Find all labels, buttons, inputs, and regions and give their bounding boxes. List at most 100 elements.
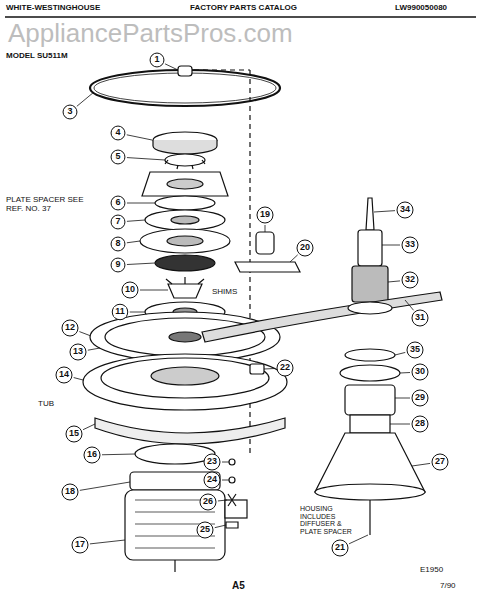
callout-circle bbox=[200, 494, 216, 510]
callout-number: 11 bbox=[114, 307, 126, 317]
callout-circle bbox=[257, 207, 273, 223]
leader-line bbox=[222, 462, 229, 463]
callout-circle bbox=[412, 390, 428, 406]
callout-circle bbox=[332, 540, 348, 556]
callout-circle bbox=[84, 447, 100, 463]
callout-circle bbox=[122, 282, 138, 298]
leader-line bbox=[290, 255, 298, 262]
callout-number: 23 bbox=[206, 457, 218, 467]
callout-circle bbox=[197, 522, 213, 538]
callout-number: 17 bbox=[74, 540, 86, 550]
callout-number: 14 bbox=[58, 370, 70, 380]
callout-circle bbox=[204, 454, 220, 470]
callout-number: 7 bbox=[114, 217, 121, 227]
callout-number: 20 bbox=[299, 243, 311, 253]
callout-number: 10 bbox=[124, 285, 136, 295]
callout-number: 33 bbox=[404, 240, 416, 250]
callout-number: 24 bbox=[206, 475, 218, 485]
leader-line bbox=[395, 398, 410, 399]
leader-line bbox=[374, 211, 395, 212]
part-label: SHIMS bbox=[212, 288, 237, 297]
callout-number: 26 bbox=[202, 497, 214, 507]
leader-line bbox=[130, 312, 145, 313]
callout-circle bbox=[412, 310, 428, 326]
leader-line bbox=[90, 540, 125, 544]
callout-circle bbox=[62, 484, 78, 500]
leader-line bbox=[79, 332, 91, 336]
callout-circle bbox=[204, 472, 220, 488]
callout-number: 1 bbox=[153, 55, 160, 65]
leader-line bbox=[222, 480, 229, 481]
leader-line bbox=[390, 424, 410, 425]
callout-circle bbox=[111, 215, 125, 229]
leader-line bbox=[218, 500, 227, 502]
part-label: PLATE SPACER SEE REF. NO. 37 bbox=[6, 196, 86, 214]
watermark: AppliancePartsPros.com bbox=[8, 19, 293, 48]
part-label: HOUSING INCLUDES DIFFUSER & PLATE SPACER bbox=[300, 505, 364, 536]
leader-line bbox=[127, 263, 155, 265]
leader-line bbox=[405, 300, 414, 310]
leader-line bbox=[412, 463, 430, 466]
leader-line bbox=[264, 368, 275, 370]
callout-number: 5 bbox=[114, 152, 121, 162]
callout-circle bbox=[432, 454, 448, 470]
leader-line bbox=[127, 135, 152, 140]
part-label: TUB bbox=[38, 400, 54, 409]
leader-line bbox=[77, 92, 94, 106]
callout-circle bbox=[72, 537, 88, 553]
header-text: LW990050080 bbox=[395, 4, 447, 13]
callout-circle bbox=[112, 304, 128, 320]
callout-number: 16 bbox=[86, 450, 98, 460]
page-number: A5 bbox=[232, 580, 245, 591]
leader-line bbox=[400, 372, 410, 374]
callout-circle bbox=[56, 367, 72, 383]
leader-line bbox=[83, 424, 95, 430]
leader-line bbox=[127, 241, 140, 243]
leader-line bbox=[165, 64, 178, 70]
leader-line bbox=[80, 482, 130, 490]
callout-number: 35 bbox=[409, 345, 421, 355]
leader-line bbox=[140, 290, 168, 291]
callout-number: 18 bbox=[64, 487, 76, 497]
callout-number: 29 bbox=[414, 393, 426, 403]
leader-line bbox=[388, 281, 400, 282]
leader-line bbox=[215, 525, 226, 528]
callout-circle bbox=[407, 342, 423, 358]
callout-number: 4 bbox=[114, 128, 121, 138]
callout-number: 30 bbox=[414, 367, 426, 377]
callout-number: 25 bbox=[199, 525, 211, 535]
callout-number: 6 bbox=[114, 198, 121, 208]
callout-circle bbox=[70, 344, 86, 360]
callout-circle bbox=[402, 272, 418, 288]
leader-line bbox=[127, 158, 165, 160]
callout-number: 21 bbox=[334, 543, 346, 553]
callout-circle bbox=[66, 426, 82, 442]
callout-circle bbox=[402, 237, 418, 253]
header-text: FACTORY PARTS CATALOG bbox=[190, 4, 297, 13]
callout-circle bbox=[111, 126, 125, 140]
callout-number: 19 bbox=[259, 210, 271, 220]
leader-line bbox=[127, 220, 145, 221]
leader-line bbox=[74, 378, 83, 380]
callout-number: 3 bbox=[66, 107, 73, 117]
callout-number: 34 bbox=[399, 205, 411, 215]
callout-number: 12 bbox=[64, 323, 76, 333]
leader-line bbox=[265, 225, 266, 232]
callout-number: 13 bbox=[72, 347, 84, 357]
drawing-number: E1950 bbox=[420, 566, 443, 575]
callout-circle bbox=[63, 105, 77, 119]
callout-circle bbox=[297, 240, 313, 256]
callout-circle bbox=[62, 320, 78, 336]
callout-circle bbox=[277, 360, 293, 376]
callout-circle bbox=[412, 416, 428, 432]
model-label: MODEL SU511M bbox=[6, 52, 68, 61]
leader-line bbox=[127, 203, 155, 204]
callout-circle bbox=[111, 150, 125, 164]
header-text: WHITE-WESTINGHOUSE bbox=[6, 4, 100, 13]
callout-number: 9 bbox=[114, 260, 121, 270]
leader-line bbox=[395, 352, 405, 355]
date-label: 7/90 bbox=[440, 582, 456, 591]
callout-circle bbox=[111, 196, 125, 210]
